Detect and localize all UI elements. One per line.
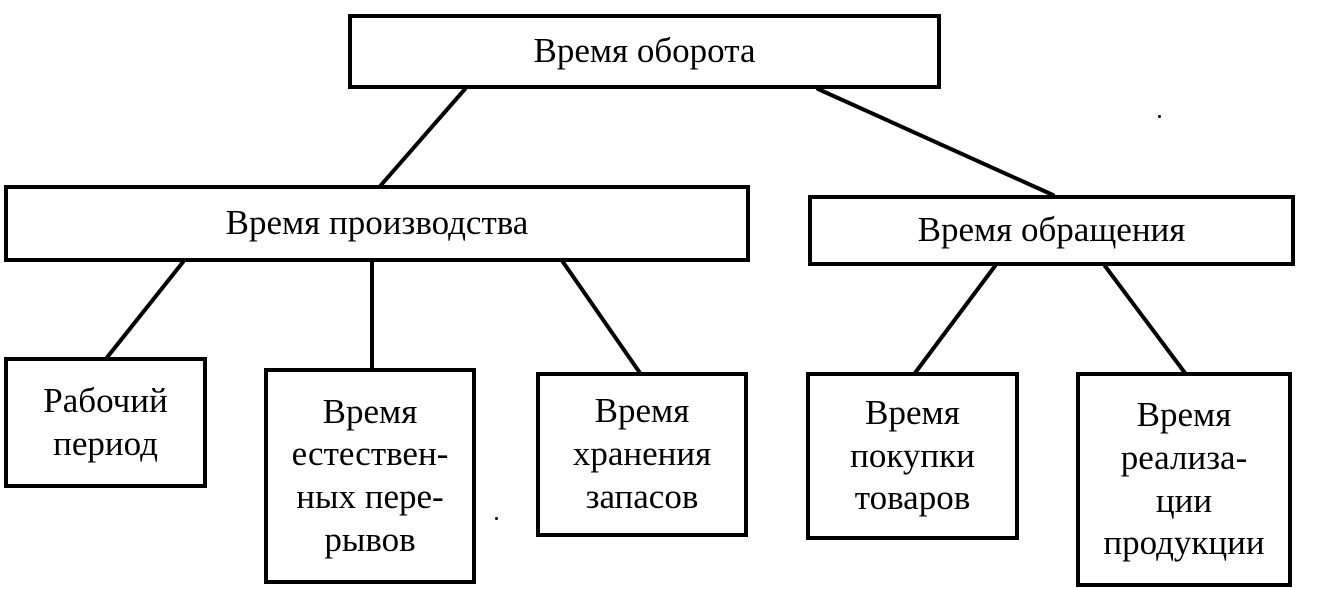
- circulation-time-node: Время обращения: [808, 195, 1295, 266]
- connector-production-working-period: [103, 260, 185, 362]
- storage-time-node: Время хранения запасов: [536, 372, 748, 537]
- purchase-time-label: Время покупки товаров: [850, 392, 975, 518]
- scan-speck: [495, 517, 498, 520]
- scan-speck: [1158, 115, 1161, 118]
- circulation-time-label: Время обращения: [917, 210, 1186, 250]
- realization-time-label: Время реализа- ции продукции: [1103, 395, 1265, 563]
- connector-root-circulation: [816, 87, 1055, 197]
- natural-breaks-node: Время естествен- ных пере- рывов: [264, 368, 476, 584]
- natural-breaks-label: Время естествен- ных пере- рывов: [291, 391, 449, 559]
- working-period-node: Рабочий период: [4, 357, 207, 488]
- production-time-node: Время производства: [4, 185, 750, 262]
- purchase-time-node: Время покупки товаров: [806, 372, 1019, 540]
- root-label: Время оборота: [533, 31, 756, 71]
- root-node: Время оборота: [348, 14, 941, 89]
- connector-production-storage: [561, 260, 642, 375]
- connector-root-production: [373, 87, 467, 194]
- working-period-label: Рабочий период: [43, 380, 168, 463]
- storage-time-label: Время хранения запасов: [572, 391, 712, 516]
- connector-circulation-purchase: [913, 264, 997, 375]
- realization-time-node: Время реализа- ции продукции: [1076, 372, 1292, 587]
- production-time-label: Время производства: [225, 203, 529, 243]
- connector-circulation-realization: [1103, 264, 1187, 375]
